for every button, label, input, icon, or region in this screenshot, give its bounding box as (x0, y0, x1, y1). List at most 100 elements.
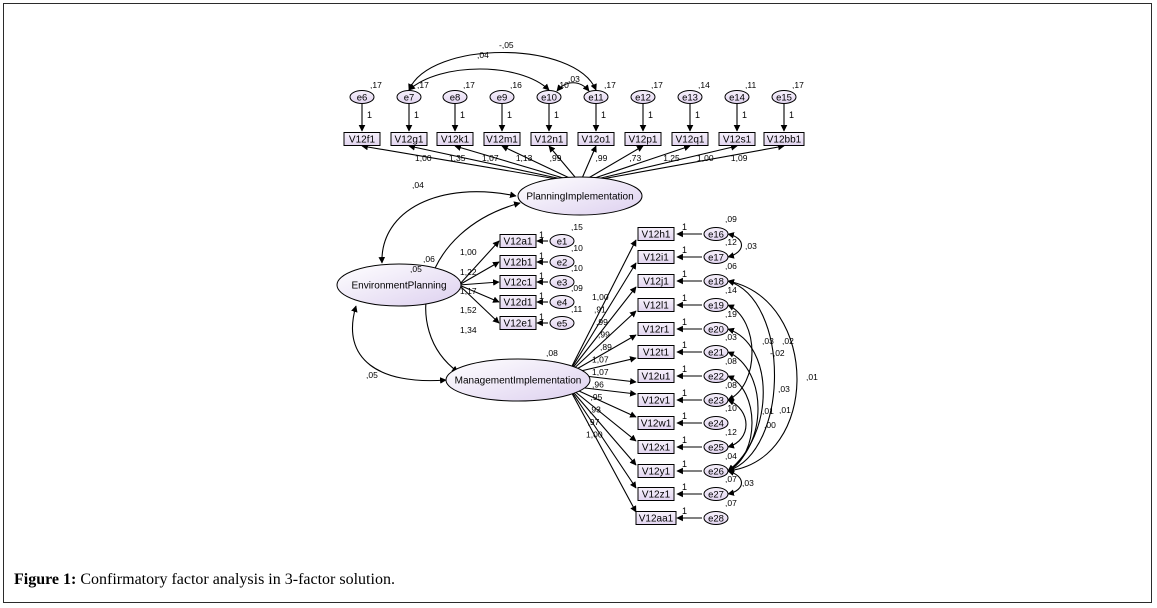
cov-est-e19-e23: ,03 (762, 336, 774, 346)
fixed-loading-e24: 1 (682, 411, 687, 421)
error-e18-ellipse (703, 274, 729, 288)
fixed-loading-e5: 1 (539, 312, 544, 322)
error-e10-ellipse (536, 90, 562, 104)
fixed-loading-e12: 1 (648, 110, 653, 120)
cov-e10-e11 (556, 82, 590, 92)
error-e8-label: e8 (450, 93, 461, 104)
error-e24-ellipse (703, 416, 729, 430)
fixed-loading-e2: 1 (539, 251, 544, 261)
loading-est-V12o1: ,99 (596, 153, 608, 163)
error-e20-label: e20 (708, 325, 724, 336)
cov-e18-e26-a (727, 279, 775, 473)
cov-environment-management (351, 305, 447, 384)
indicator-V12c1-label: V12c1 (504, 278, 533, 289)
cov-est-environment-management: ,05 (366, 370, 378, 380)
error-e27-ellipse (703, 487, 729, 501)
loading-path-V12j1 (567, 286, 637, 375)
error-e23-ellipse (703, 393, 729, 407)
cov-est-e20-e26: ,03 (778, 384, 790, 394)
indicator-V12n1-label: V12n1 (535, 135, 564, 146)
factor-planning-implementation-ellipse (517, 176, 643, 216)
error-e26-label: e26 (708, 467, 724, 478)
loading-path-V12l1 (567, 310, 637, 375)
cov-e7-e11 (408, 51, 597, 91)
error-e16-label: e16 (708, 230, 724, 241)
indicator-V12q1-box (671, 132, 709, 146)
loading-est-V12f1: 1,00 (415, 153, 432, 163)
indicator-V12bb1-label: V12bb1 (767, 135, 802, 146)
loading-est-V12u1: 1,07 (592, 367, 609, 377)
error-e19-ellipse (703, 298, 729, 312)
indicator-V12h1-box (637, 227, 675, 241)
loading-est-V12bb1: 1,09 (731, 153, 748, 163)
error-e18-label: e18 (708, 277, 724, 288)
error-e28-label: e28 (708, 514, 724, 525)
indicator-V12x1-box (637, 440, 675, 454)
fixed-loading-e1: 1 (539, 230, 544, 240)
error-variance-e1: ,15 (571, 222, 583, 232)
cov-est-e22-e26: ,00 (764, 420, 776, 430)
loading-est-V12h1: 1,00 (592, 292, 609, 302)
loading-est-V12a1: 1,00 (460, 247, 477, 257)
indicator-V12g1-label: V12g1 (395, 135, 424, 146)
fixed-loading-e20: 1 (682, 317, 687, 327)
fixed-loading-e3: 1 (539, 271, 544, 281)
error-e3-label: e3 (557, 278, 568, 289)
error-e28-ellipse (703, 511, 729, 525)
loading-est-V12i1: ,91 (594, 305, 606, 315)
labels-layer: 1e6,17V12f11,001e7,17V12g11,351e8,17V12k… (349, 40, 818, 525)
indicator-V12bb1-box (763, 132, 805, 146)
indicator-V12z1-box (637, 487, 675, 501)
cfa-path-diagram: 1e6,17V12f11,001e7,17V12g11,351e8,17V12k… (336, 40, 818, 525)
cov-est-e18-e26-c: ,01 (806, 372, 818, 382)
factor-management-implementation-label: ManagementImplementation (455, 376, 582, 387)
error-e11-ellipse (583, 90, 609, 104)
error-e26-ellipse (703, 464, 729, 478)
indicator-V12x1-label: V12x1 (642, 443, 671, 454)
fixed-loading-e18: 1 (682, 269, 687, 279)
error-variance-e5: ,11 (571, 304, 582, 314)
fixed-loading-e26: 1 (682, 459, 687, 469)
fixed-loading-e23: 1 (682, 388, 687, 398)
indicator-V12d1-box (499, 295, 537, 309)
cov-e19-e23 (727, 304, 753, 401)
error-e15-label: e15 (776, 93, 792, 104)
error-e9-label: e9 (497, 93, 508, 104)
indicator-V12i1-label: V12i1 (643, 253, 669, 264)
loading-est-V12g1: 1,35 (449, 153, 466, 163)
fixed-loading-e8: 1 (460, 110, 465, 120)
error-e13-label: e13 (682, 93, 698, 104)
loading-est-V12z1: 1,00 (586, 430, 603, 440)
error-variance-e25: ,12 (725, 427, 737, 437)
error-variance-e20: ,19 (725, 309, 737, 319)
cov-e21-e26 (727, 351, 759, 472)
fixed-loading-e15: 1 (789, 110, 794, 120)
error-e4-ellipse (549, 295, 575, 309)
error-e6-ellipse (349, 90, 375, 104)
indicator-V12q1-label: V12q1 (676, 135, 705, 146)
loading-path-V12bb1 (596, 143, 785, 181)
fixed-loading-e19: 1 (682, 293, 687, 303)
loading-path-V12r1 (567, 334, 637, 375)
cov-e26-e27 (727, 469, 743, 496)
loading-path-V12k1 (454, 144, 571, 181)
fixed-loading-e4: 1 (539, 291, 544, 301)
indicator-V12w1-box (637, 416, 675, 430)
loading-est-V12y1: ,97 (588, 417, 600, 427)
loading-est-V12e1: 1,34 (460, 325, 477, 335)
error-e7-ellipse (396, 90, 422, 104)
fixed-loading-e16: 1 (682, 222, 687, 232)
cov-est-e7-e11: -,05 (499, 40, 514, 50)
loading-est-V12b1: 1,22 (460, 267, 477, 277)
error-e14-ellipse (724, 90, 750, 104)
error-variance-e16: ,09 (725, 214, 737, 224)
loading-est-V12j1: ,99 (596, 317, 608, 327)
cov-e22-e26 (727, 375, 753, 472)
indicator-V12o1-box (577, 132, 615, 146)
cov-e18-e26-c (727, 278, 798, 474)
error-variance-e24: ,10 (725, 403, 737, 413)
error-variance-e3: ,10 (571, 263, 583, 273)
indicator-V12s1-box (718, 132, 756, 146)
factor-planning-implementation-label: PlanningImplementation (526, 192, 633, 203)
factor-environment-planning-ellipse (336, 263, 462, 307)
